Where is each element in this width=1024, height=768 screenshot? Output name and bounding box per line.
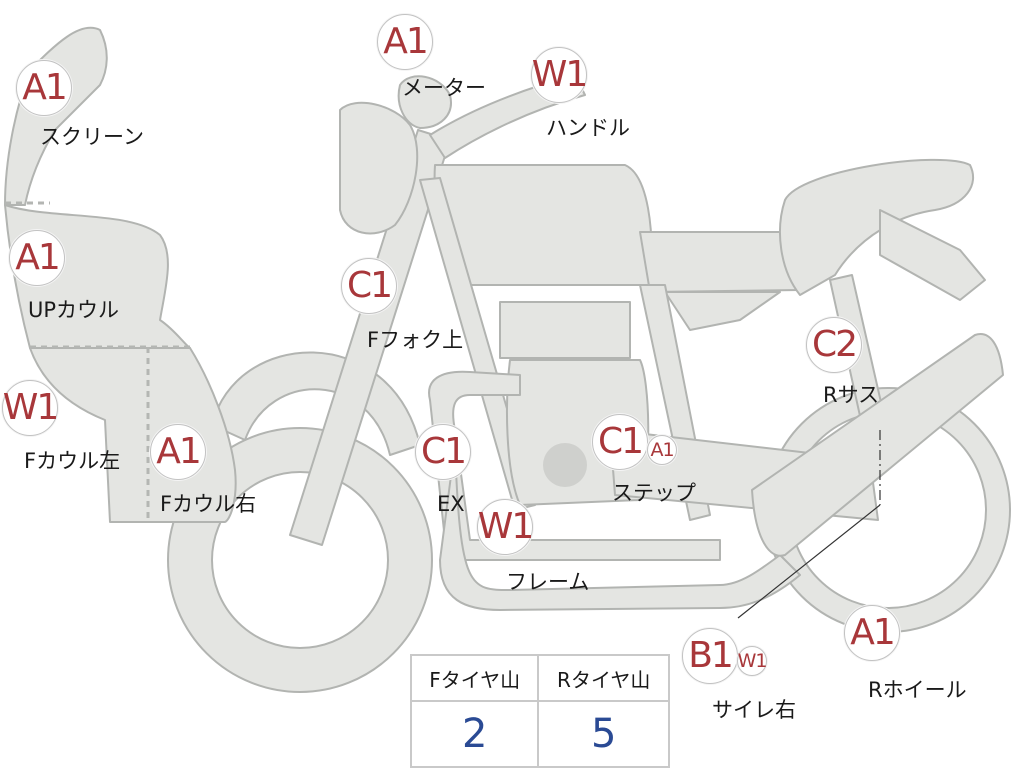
fuel-tank xyxy=(433,164,653,286)
badge-r-wheel: A1 xyxy=(844,605,900,661)
label-r-wheel: Rホイール xyxy=(868,678,967,702)
meter xyxy=(397,75,452,129)
engine-head xyxy=(499,301,631,359)
badge-f-fork-upper: C1 xyxy=(341,258,397,314)
tire-tread-table: Fタイヤ山 Rタイヤ山 2 5 xyxy=(409,654,670,768)
seat xyxy=(779,158,975,296)
badge-up-cowl: A1 xyxy=(9,230,65,286)
label-r-sus: Rサス xyxy=(823,383,880,407)
badge-frame: W1 xyxy=(477,499,534,555)
label-frame: フレーム xyxy=(506,570,590,594)
side-cover-lower xyxy=(664,291,781,331)
badge-silencer-right-small: W1 xyxy=(737,646,767,676)
badge-ex: C1 xyxy=(415,424,471,480)
label-meter: メーター xyxy=(402,76,486,100)
engine-cover xyxy=(543,443,587,487)
tread-header-rear: Rタイヤ山 xyxy=(537,654,670,702)
silencer xyxy=(751,333,1004,557)
label-screen: スクリーン xyxy=(40,125,144,149)
badge-f-cowl-right: A1 xyxy=(150,424,206,480)
label-handle: ハンドル xyxy=(546,116,630,140)
badge-handle: W1 xyxy=(531,47,588,103)
windscreen xyxy=(4,26,108,206)
badge-step: C1 xyxy=(592,414,648,470)
label-f-fork-upper: Fフォク上 xyxy=(367,328,464,352)
badge-silencer-right: B1 xyxy=(682,628,738,684)
tread-value-rear: 5 xyxy=(537,700,670,768)
side-cover xyxy=(639,231,801,293)
label-f-cowl-left: Fカウル左 xyxy=(24,449,121,473)
badge-screen: A1 xyxy=(16,60,72,116)
badge-step-small: A1 xyxy=(647,435,677,465)
label-silencer-right: サイレ右 xyxy=(712,698,796,722)
tread-header-front: Fタイヤ山 xyxy=(409,654,540,702)
label-f-cowl-right: Fカウル右 xyxy=(160,492,257,516)
badge-r-sus: C2 xyxy=(806,317,862,373)
tail xyxy=(879,209,986,301)
silencer-leader-d xyxy=(737,504,881,619)
badge-meter: A1 xyxy=(377,14,433,70)
label-up-cowl: UPカウル xyxy=(28,298,120,322)
headlight xyxy=(339,101,419,235)
badge-f-cowl-left: W1 xyxy=(2,380,59,436)
label-step: ステップ xyxy=(612,481,696,505)
front-wheel-fill xyxy=(169,429,431,691)
tread-value-front: 2 xyxy=(409,700,540,768)
label-ex: EX xyxy=(437,492,465,516)
